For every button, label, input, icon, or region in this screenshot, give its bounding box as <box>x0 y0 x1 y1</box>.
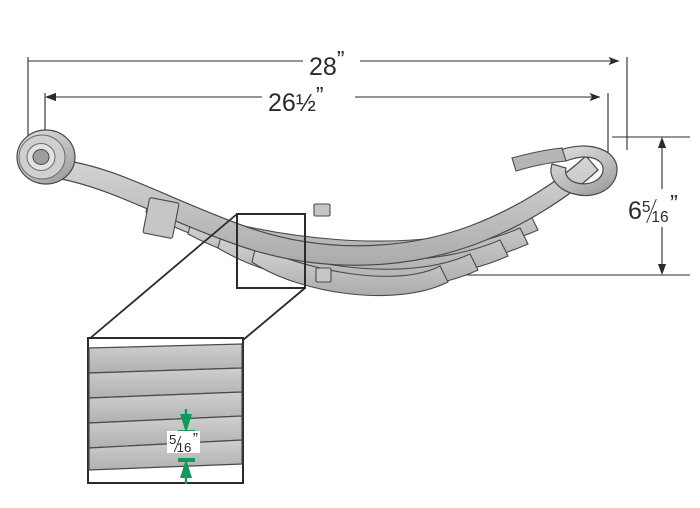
leaf-clip <box>142 197 180 239</box>
center-bolt <box>313 203 332 283</box>
center-bolt-nut-bottom <box>315 267 332 283</box>
arch-height-numerator: 5 <box>641 199 651 217</box>
callout-connector-upper <box>87 213 238 341</box>
callout-source-box <box>236 213 306 289</box>
detail-leaf-stack <box>88 343 243 471</box>
arch-height-denominator: 16 <box>651 208 669 226</box>
spring-hook-right <box>511 145 618 197</box>
eye-length-inch-mark: ” <box>315 82 324 108</box>
overall-length-inch-mark: ” <box>336 46 345 72</box>
arrowhead-height-bottom <box>657 264 667 275</box>
arrowhead-height-top <box>657 137 667 148</box>
thickness-tick-bottom <box>178 458 195 462</box>
hook-curl <box>550 145 618 197</box>
spring-eye-left <box>16 129 76 185</box>
eye-length-whole: 26 <box>268 88 296 117</box>
hook-tail <box>511 147 567 172</box>
dimension-label-leaf-thickness: 516” <box>167 431 200 455</box>
thickness-arrow-bottom-head <box>180 459 192 478</box>
thickness-arrow-top-head <box>180 414 192 433</box>
leaf-thickness-inch-mark: ” <box>192 431 198 448</box>
dimension-label-arch-height: 6516” <box>626 189 680 227</box>
overall-length-whole: 28 <box>309 52 337 81</box>
dimension-label-eye-to-eye-length: 26½” <box>262 82 330 117</box>
detail-view <box>87 337 244 484</box>
dimension-label-overall-length: 28” <box>303 46 351 81</box>
bushing-bore <box>32 149 50 165</box>
arch-height-whole: 6 <box>628 196 642 225</box>
leaf-spring-assembly <box>16 129 618 297</box>
center-bolt-head-top <box>313 203 331 217</box>
leaf-thickness-denominator: 16 <box>176 439 192 455</box>
leaf-thickness-numerator: 5 <box>169 431 177 447</box>
clip-body <box>142 197 180 239</box>
dimension-overall-length <box>27 56 628 162</box>
arch-height-fraction: 516 <box>641 199 670 226</box>
callout-connector-lower <box>242 287 306 341</box>
leaf-thickness-fraction: 516 <box>169 431 193 455</box>
arch-height-inch-mark: ” <box>670 190 678 216</box>
callout-region <box>87 213 306 341</box>
eye-length-fraction: ½ <box>295 89 316 117</box>
arrowhead-eye-left <box>45 92 56 102</box>
